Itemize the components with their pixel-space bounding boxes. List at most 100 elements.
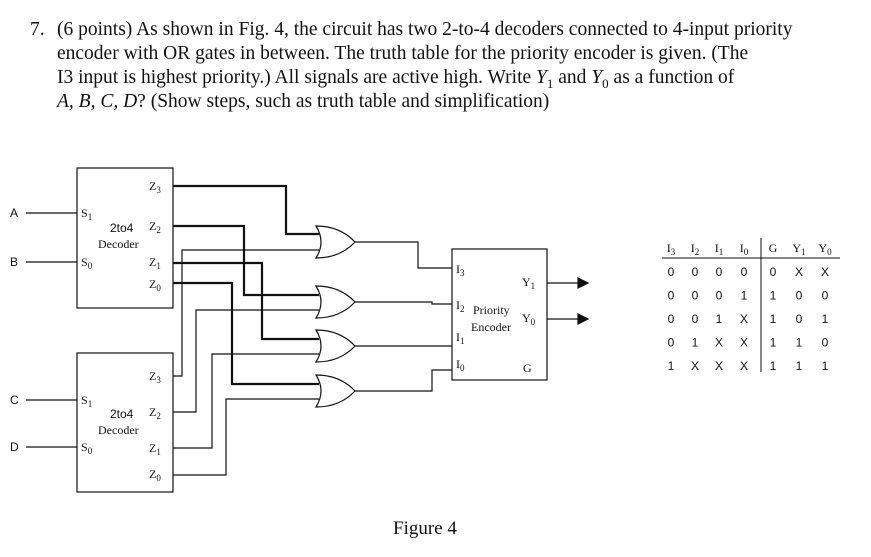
- enc-i0-label: I0: [456, 357, 465, 373]
- question-line-4: A, B, C, D? (Show steps, such as truth t…: [57, 90, 549, 114]
- truth-table-header: I3: [667, 241, 676, 257]
- truth-table-cell: 0: [692, 265, 699, 279]
- y0-arrow-icon: [577, 313, 590, 325]
- truth-table-header: Y1: [792, 241, 805, 257]
- truth-table-cell: 0: [668, 289, 675, 303]
- truth-table-cell: 1: [770, 312, 777, 326]
- or-gate-1: [314, 329, 356, 363]
- or-gate-0: [314, 374, 356, 408]
- enc-i3-label: I3: [456, 262, 465, 278]
- top-z0-label: Z0: [149, 277, 161, 293]
- top-z2-label: Z2: [149, 219, 161, 235]
- truth-table-cell: 0: [741, 265, 748, 279]
- truth-table-cell: X: [740, 312, 748, 326]
- truth-table-cell: 0: [692, 289, 699, 303]
- encoder-subtitle: Encoder: [471, 320, 511, 334]
- truth-table-cell: 1: [770, 289, 777, 303]
- truth-table-cell: 1: [716, 312, 723, 326]
- question-line-4-rest: ? (Show steps, such as truth table and s…: [137, 91, 550, 112]
- truth-table-cell: X: [795, 265, 803, 279]
- question-line-3b: and: [553, 67, 592, 88]
- bottom-decoder-title: 2to4: [110, 407, 134, 421]
- truth-table-header: I2: [691, 241, 700, 257]
- truth-table-cell: 1: [692, 336, 699, 350]
- y1-subscript: 1: [546, 75, 554, 91]
- wire-bottom-z2: [173, 309, 319, 413]
- truth-table-cell: 1: [741, 289, 748, 303]
- y0-subscript: 0: [602, 75, 609, 91]
- wire-or2-i2: [355, 301, 452, 305]
- truth-table-cell: 1: [796, 336, 803, 350]
- top-decoder-subtitle: Decoder: [98, 237, 139, 251]
- or-gate-3: [314, 225, 356, 259]
- truth-table-header: Y0: [818, 241, 832, 257]
- bottom-decoder-subtitle: Decoder: [98, 423, 139, 437]
- question-line-3: I3 input is highest priority.) All signa…: [57, 66, 734, 96]
- bottom-s1-label: S1: [81, 393, 92, 409]
- y1-symbol: Y: [536, 67, 547, 88]
- decoder-bottom-box: [76, 352, 174, 493]
- enc-i1-label: I1: [456, 330, 465, 346]
- question-line-3c: as a function of: [608, 67, 735, 88]
- enc-g-label: G: [523, 361, 532, 375]
- truth-table-cell: 0: [668, 265, 675, 279]
- truth-table-cell: 0: [692, 312, 699, 326]
- truth-table-cell: 0: [770, 265, 777, 279]
- truth-table-cell: 1: [770, 336, 777, 350]
- truth-table-cell: 1: [668, 359, 675, 373]
- truth-table-cell: X: [740, 359, 748, 373]
- truth-table-cell: 1: [770, 359, 777, 373]
- label-a: A: [10, 206, 18, 220]
- wire-top-z3: [173, 184, 319, 236]
- enc-i2-label: I2: [456, 298, 465, 314]
- truth-table-cell: X: [691, 359, 699, 373]
- label-d: D: [10, 440, 19, 454]
- truth-table-cell: 1: [822, 312, 829, 326]
- wire-bottom-z0: [173, 398, 319, 476]
- wire-top-z2: [173, 224, 319, 297]
- truth-table-header: G: [769, 241, 778, 255]
- truth-table-cell: X: [715, 336, 723, 350]
- or-gate-2: [314, 285, 356, 319]
- top-s1-label: S1: [81, 206, 92, 222]
- question-line-3a: I3 input is highest priority.) All signa…: [57, 67, 537, 88]
- truth-table-cell: X: [821, 265, 829, 279]
- truth-table-cell: 0: [796, 289, 803, 303]
- truth-table-cell: 0: [822, 289, 829, 303]
- bottom-s0-label: S0: [81, 440, 93, 456]
- input-variables: A, B, C, D: [57, 91, 138, 112]
- truth-table-cell: X: [740, 336, 748, 350]
- question-number: 7.: [30, 19, 45, 40]
- y0-symbol: Y: [591, 67, 603, 88]
- truth-table-cell: 0: [668, 336, 675, 350]
- wire-or3-i3: [355, 241, 452, 269]
- truth-table-cell: 0: [668, 312, 675, 326]
- truth-table-cell: 0: [796, 312, 803, 326]
- enc-y1-label: Y1: [522, 275, 535, 291]
- wire-bottom-z1: [173, 353, 319, 449]
- circuit-diagram: A B C D S1 S0 2to4 Decoder Z3 Z2 Z1 Z0 S…: [10, 167, 840, 493]
- question-line-2: encoder with OR gates in between. The tr…: [57, 43, 749, 64]
- decoder-top-box: [76, 167, 174, 309]
- truth-table-cell: 0: [822, 336, 829, 350]
- wire-top-z0: [173, 281, 319, 386]
- label-c: C: [10, 393, 19, 407]
- y1-arrow-icon: [577, 277, 590, 289]
- priority-encoder-box: [451, 248, 548, 381]
- top-decoder-title: 2to4: [110, 221, 134, 235]
- wire-or0-i0: [355, 369, 452, 392]
- label-b: B: [10, 255, 18, 269]
- enc-y0-label: Y0: [522, 311, 536, 327]
- truth-table-cell: 0: [716, 265, 723, 279]
- bottom-z1-label: Z1: [149, 441, 161, 457]
- question-line-1: (6 points) As shown in Fig. 4, the circu…: [57, 19, 793, 40]
- wire-bottom-z3: [173, 249, 319, 377]
- top-z3-label: Z3: [149, 179, 161, 195]
- truth-table-cell: 0: [716, 289, 723, 303]
- top-s0-label: S0: [81, 255, 93, 271]
- truth-table-header: I1: [715, 241, 724, 257]
- truth-table-cell: 1: [796, 359, 803, 373]
- bottom-z0-label: Z0: [149, 467, 161, 483]
- bottom-z3-label: Z3: [149, 369, 161, 385]
